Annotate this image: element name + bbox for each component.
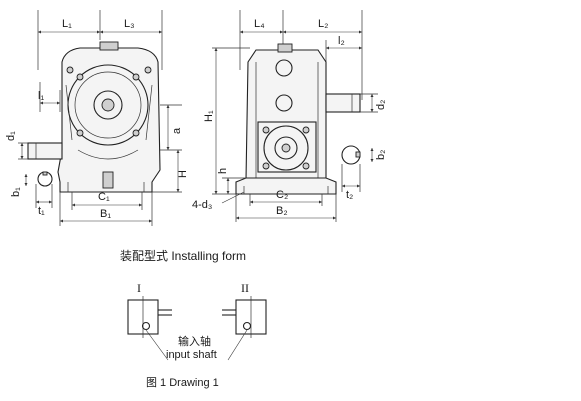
installing-form: 装配型式 Installing form I II 输入轴 input shaf… [120, 249, 267, 361]
dim-C1: C₁ [98, 191, 110, 203]
dim-t1: t₁ [38, 205, 45, 217]
dim-l1: l₁ [38, 90, 44, 102]
dim-a: a [171, 127, 183, 134]
dim-L2: L₂ [318, 18, 328, 30]
side-output-shaft [325, 93, 361, 113]
dim-L3: L₃ [124, 18, 135, 30]
dim-L4: L₄ [254, 18, 265, 30]
dim-t2: t₂ [346, 189, 353, 201]
dim-B2: B₂ [276, 205, 288, 217]
input-shaft-en: input shaft [166, 349, 217, 361]
dim-H: H [177, 170, 189, 178]
dim-d2: d₂ [375, 100, 387, 110]
front-input-shaft [27, 142, 63, 160]
dim-h: h [217, 168, 229, 174]
dim-l2: l₂ [338, 35, 345, 47]
input-shaft-cn: 输入轴 [178, 334, 211, 348]
dim-H1: H₁ [203, 110, 215, 122]
dim-b1: b₁ [10, 187, 22, 197]
front-top-cap [99, 41, 119, 51]
figure-caption: 图 1 Drawing 1 [146, 376, 219, 389]
dim-b2: b₂ [375, 150, 387, 160]
dim-B1: B₁ [100, 208, 111, 220]
dim-d1: d₁ [5, 131, 17, 141]
drain-plug [102, 171, 114, 189]
form-I-label: I [137, 281, 141, 295]
front-view: L₁ L₃ l₁ [5, 10, 189, 226]
dim-L1: L₁ [62, 18, 72, 30]
installing-title: 装配型式 Installing form [120, 249, 246, 263]
side-view: L₄ L₂ l₂ d₂ [192, 10, 387, 222]
dim-4-d3: 4-d₃ [192, 199, 212, 211]
dim-C2: C₂ [276, 189, 288, 201]
form-II-label: II [241, 281, 249, 295]
